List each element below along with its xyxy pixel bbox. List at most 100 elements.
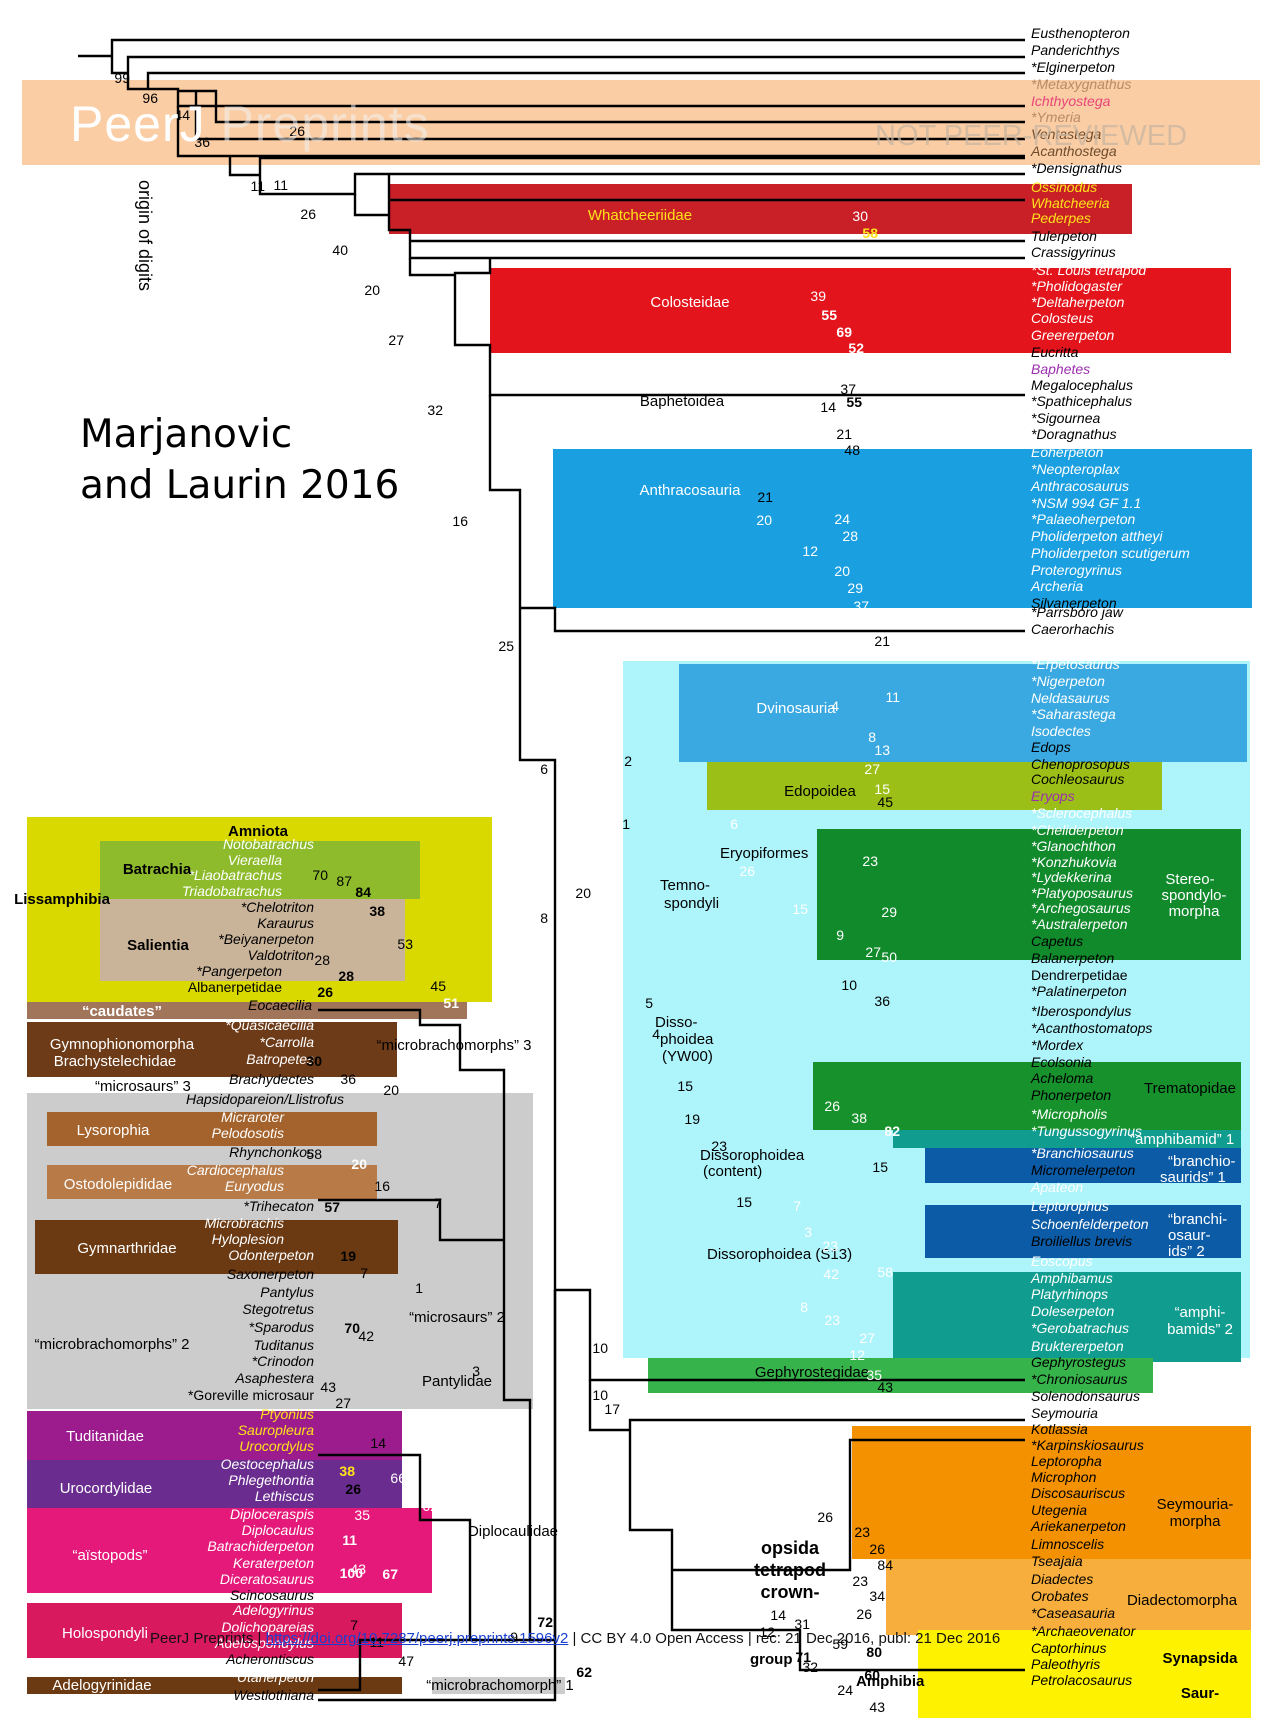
taxon-vieraella: Vieraella <box>228 852 282 868</box>
taxon-dendrerpetidae: Dendrerpetidae <box>1031 967 1128 983</box>
branch-holospondyls <box>318 1453 530 1692</box>
branch-amniotes <box>588 1380 1025 1672</box>
support-value-80: 26 <box>817 1509 833 1525</box>
taxon-caseasauria: *Caseasauria <box>1031 1605 1115 1621</box>
support-value-60: 26 <box>824 1098 840 1114</box>
group-disso-12: Disso- <box>655 1014 698 1031</box>
branch-early-tetrapods <box>353 175 1025 260</box>
taxon-lethiscus: Lethiscus <box>255 1488 314 1504</box>
taxon-carrolla: *Carrolla <box>260 1034 315 1050</box>
taxon-eoherpeton: Eoherpeton <box>1031 444 1104 460</box>
taxon-euryodus: Euryodus <box>225 1178 284 1194</box>
support-value-24: 21 <box>757 489 773 505</box>
support-value-47: 15 <box>792 901 808 917</box>
taxon-deltaherpeton: *Deltaherpeton <box>1031 294 1125 310</box>
group-pantylidae-52: Pantylidae <box>422 1373 492 1390</box>
support-value-77: 43 <box>877 1379 893 1395</box>
taxon-konzhukovia: *Konzhukovia <box>1031 854 1117 870</box>
taxon-urocordylus: Urocordylus <box>239 1438 314 1454</box>
support-value-141: 47 <box>398 1653 414 1669</box>
taxon-albanerpetidae: Albanerpetidae <box>188 979 282 995</box>
support-value-76: 10 <box>592 1340 608 1356</box>
support-value-102: 28 <box>314 952 330 968</box>
group-dissorophoidea-16: Dissorophoidea <box>700 1147 805 1164</box>
support-value-55: 10 <box>841 977 857 993</box>
taxon-oestocephalus: Oestocephalus <box>221 1456 314 1472</box>
support-value-82: 26 <box>869 1541 885 1557</box>
support-value-92: 71 <box>795 1649 811 1665</box>
group-phoidea-13: phoidea <box>660 1031 714 1048</box>
support-value-53: 20 <box>575 885 591 901</box>
support-value-31: 37 <box>853 598 869 614</box>
support-value-21: 21 <box>836 426 852 442</box>
taxon-gephyrostegus: Gephyrostegus <box>1031 1354 1126 1370</box>
support-value-111: 7 <box>534 1075 542 1091</box>
taxon-acanthostega: Acanthostega <box>1030 143 1117 159</box>
group-microbrachomorphs-2-50: “microbrachomorphs” 2 <box>34 1336 189 1353</box>
branch-stem-2 <box>148 87 1025 141</box>
taxon-acheloma: Acheloma <box>1030 1070 1093 1086</box>
group-whatcheeriidae-0: Whatcheeriidae <box>588 207 692 224</box>
support-value-137: 53 <box>418 1600 434 1616</box>
taxon-dolichopareias: Dolichopareias <box>221 1619 314 1635</box>
group-group-36: group <box>750 1651 793 1668</box>
taxon-proterogyrinus: Proterogyrinus <box>1031 562 1122 578</box>
taxon-doleserpeton: Doleserpeton <box>1031 1303 1114 1319</box>
support-value-33: 21 <box>874 633 890 649</box>
title-line-1: Marjanovic <box>80 412 293 457</box>
support-value-83: 84 <box>877 1557 893 1573</box>
taxon-micropholis: *Micropholis <box>1031 1106 1107 1122</box>
support-value-99: 84 <box>355 884 371 900</box>
support-value-30: 29 <box>847 580 863 596</box>
taxon-leptoropha: Leptoropha <box>1031 1453 1102 1469</box>
support-value-105: 45 <box>430 978 446 994</box>
support-value-28: 12 <box>802 543 818 559</box>
taxon-notobatrachus: Notobatrachus <box>223 836 314 852</box>
taxon-ichthyostega: Ichthyostega <box>1031 93 1111 109</box>
support-value-27: 28 <box>842 528 858 544</box>
taxon-schoenfelderpeton: Schoenfelderpeton <box>1031 1216 1149 1232</box>
support-value-34: 6 <box>540 761 548 777</box>
support-value-67: 3 <box>804 1224 812 1240</box>
group-branchio-19: “branchio- <box>1168 1153 1236 1170</box>
adelogyrinidae-box <box>27 1603 402 1658</box>
support-value-87: 14 <box>770 1607 786 1623</box>
origin-of-digits-label: origin of digits <box>135 180 155 292</box>
group-tuditanidae-53: Tuditanidae <box>66 1428 144 1445</box>
taxon-seymouria: Seymouria <box>1031 1405 1098 1421</box>
support-value-13: 39 <box>810 288 826 304</box>
support-value-65: 15 <box>736 1194 752 1210</box>
support-value-23: 16 <box>452 513 468 529</box>
group-yw00-14: (YW00) <box>662 1048 713 1065</box>
support-value-9: 30 <box>852 208 868 224</box>
aistopods-box <box>27 1460 402 1508</box>
taxon-limnoscelis: Limnoscelis <box>1031 1536 1104 1552</box>
branch-colosteids-baphetoids <box>408 258 1025 397</box>
group-brachystelechidae-44: Brachystelechidae <box>54 1053 177 1070</box>
taxon-crinodon: *Crinodon <box>252 1353 314 1369</box>
taxon-orobates: Orobates <box>1031 1588 1089 1604</box>
amniota-box <box>918 1630 1251 1718</box>
group-batrachia-40: Batrachia <box>123 861 192 878</box>
support-value-94: 60 <box>864 1667 880 1683</box>
group-holospondyli-57: Holospondyli <box>62 1625 148 1642</box>
support-value-134: 100 <box>340 1565 364 1581</box>
support-value-25: 20 <box>756 512 772 528</box>
support-value-68: 23 <box>822 1238 838 1254</box>
salientia-box <box>100 841 420 899</box>
group-diadectomorpha-30: Diadectomorpha <box>1127 1592 1238 1609</box>
support-value-32: 25 <box>498 638 514 654</box>
taxon-st-louis-tetrapod: *St. Louis tetrapod <box>1031 262 1147 278</box>
doi-link[interactable]: https://doi.org/10.7287/peerj.preprints.… <box>265 1630 569 1647</box>
taxon-pangerpeton: *Pangerpeton <box>196 963 282 979</box>
support-value-114: 16 <box>374 1178 390 1194</box>
support-value-11: 20 <box>364 282 380 298</box>
support-value-139: 7 <box>350 1617 358 1633</box>
support-value-96: 43 <box>869 1699 885 1715</box>
taxon-colosteus: Colosteus <box>1031 310 1093 326</box>
taxon-nigerpeton: *Nigerpeton <box>1031 673 1105 689</box>
group-seymouria-28: Seymouria- <box>1157 1496 1234 1513</box>
preprint-footer: PeerJ Preprints | https://doi.org/10.728… <box>150 1630 1287 1647</box>
taxon-panderichthys: Panderichthys <box>1031 42 1120 58</box>
group-bamids-2-26: bamids” 2 <box>1167 1321 1233 1338</box>
